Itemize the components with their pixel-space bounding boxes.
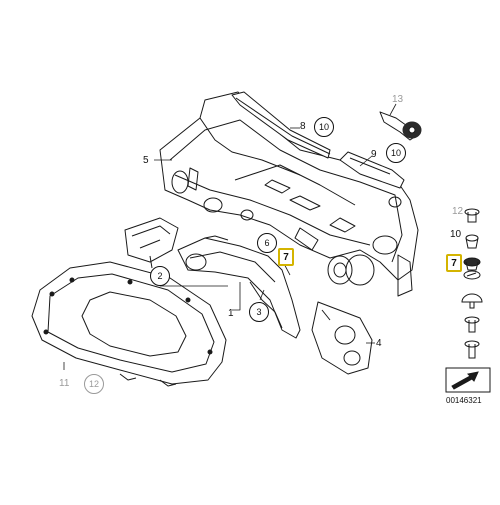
- callout-10-side: 10: [450, 229, 462, 240]
- callout-12-side: 12: [452, 206, 464, 217]
- callout-7-main: 7: [278, 248, 294, 266]
- callout-6: 6: [257, 233, 277, 253]
- callout-10-b: 10: [386, 143, 406, 163]
- cowl-strip: [231, 91, 331, 159]
- callout-13: 13: [392, 94, 404, 105]
- callout-3: 3: [249, 302, 269, 322]
- side-panel: [311, 301, 373, 375]
- callout-8: 8: [300, 121, 306, 132]
- washer-icon: [463, 270, 481, 280]
- document-number: 00146321: [446, 396, 482, 405]
- callout-11: 11: [59, 378, 70, 389]
- callout-9: 9: [371, 149, 377, 160]
- callout-7-side: 7: [446, 254, 462, 272]
- callout-4: 4: [376, 338, 382, 349]
- cap-icon: [461, 293, 483, 309]
- grommet-icon: [463, 257, 481, 271]
- fasteners-column: [445, 208, 491, 393]
- callout-12-bottom: 12: [84, 374, 104, 394]
- callout-5: 5: [143, 155, 149, 166]
- clip-icon: [464, 208, 480, 223]
- screw-icon: [464, 316, 480, 333]
- callout-2: 2: [150, 266, 170, 286]
- push-clip-icon: [464, 340, 480, 359]
- insulation-mat: [31, 261, 227, 387]
- side-bracket: [339, 151, 405, 189]
- strap-part: [379, 111, 422, 141]
- arrow-icon: [445, 367, 491, 393]
- plug-icon: [465, 234, 479, 249]
- insulation-panels: [177, 235, 301, 339]
- callout-10-a: 10: [314, 117, 334, 137]
- small-bracket: [124, 217, 179, 269]
- callout-1: 1: [228, 308, 234, 319]
